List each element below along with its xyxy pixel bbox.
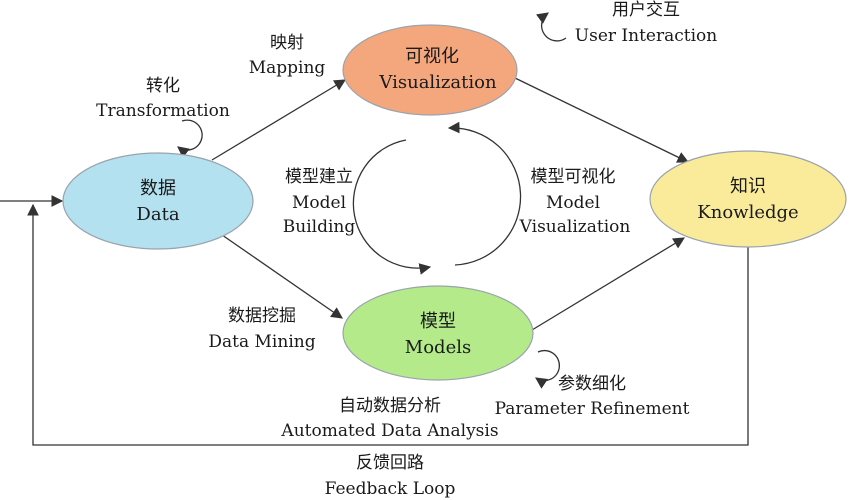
automated-analysis-label-en: Automated Data Analysis: [280, 421, 498, 441]
model-building-arc: [352, 139, 432, 275]
user-interaction-label-en: User Interaction: [575, 26, 717, 46]
models-ellipse: [342, 285, 534, 381]
model-visualization-arc: [447, 121, 522, 266]
transformation-loop-icon: [177, 119, 203, 159]
knowledge-label-en: Knowledge: [697, 202, 798, 223]
transformation-label-en: Transformation: [96, 101, 230, 121]
model-visualization-label-en-2: Visualization: [519, 217, 631, 237]
node-knowledge: 知识 Knowledge: [649, 150, 847, 248]
data-label-en: Data: [136, 204, 179, 225]
feedback-loop-line: [27, 203, 749, 446]
data-label-zh: 数据: [140, 178, 176, 199]
arrow-data-to-models: [211, 227, 343, 319]
feedback-loop-label-en: Feedback Loop: [325, 479, 456, 499]
data-ellipse: [62, 152, 254, 250]
data-mining-label-en: Data Mining: [208, 332, 315, 352]
models-label-en: Models: [405, 337, 471, 358]
node-data: 数据 Data: [62, 152, 254, 250]
data-mining-label-zh: 数据挖掘: [228, 306, 296, 326]
visualization-ellipse: [342, 24, 518, 116]
mapping-label-zh: 映射: [270, 33, 304, 53]
visualization-label-en: Visualization: [378, 72, 497, 93]
knowledge-label-zh: 知识: [730, 176, 766, 197]
visualization-label-zh: 可视化: [405, 46, 459, 67]
node-visualization: 可视化 Visualization: [342, 24, 518, 116]
model-building-label-en-2: Building: [283, 217, 356, 237]
arrow-models-to-knowledge: [531, 237, 686, 331]
arrow-visualization-to-knowledge: [514, 77, 690, 163]
arrow-data-to-visualization: [211, 79, 347, 161]
parameter-refinement-loop-icon: [535, 349, 560, 389]
model-visualization-label-zh: 模型可视化: [531, 167, 616, 187]
model-cycle: [352, 121, 522, 275]
parameter-refinement-label-en: Parameter Refinement: [495, 399, 690, 419]
feedback-loop-label-zh: 反馈回路: [356, 453, 424, 473]
transformation-label-zh: 转化: [146, 76, 180, 96]
edge-labels: 映射 Mapping 用户交互 User Interaction 转化 Tran…: [96, 0, 717, 499]
knowledge-ellipse: [649, 150, 847, 248]
connectors: [0, 77, 749, 446]
model-visualization-label-en-1: Model: [546, 193, 600, 213]
models-label-zh: 模型: [420, 311, 456, 332]
parameter-refinement-label-zh: 参数细化: [558, 374, 626, 394]
user-interaction-loop-icon: [536, 12, 567, 42]
node-models: 模型 Models: [342, 285, 534, 381]
model-building-label-en-1: Model: [292, 193, 346, 213]
automated-analysis-label-zh: 自动数据分析: [339, 396, 441, 416]
self-loops: [177, 12, 567, 389]
model-building-label-zh: 模型建立: [285, 167, 353, 187]
mapping-label-en: Mapping: [249, 58, 326, 78]
user-interaction-label-zh: 用户交互: [612, 0, 680, 20]
